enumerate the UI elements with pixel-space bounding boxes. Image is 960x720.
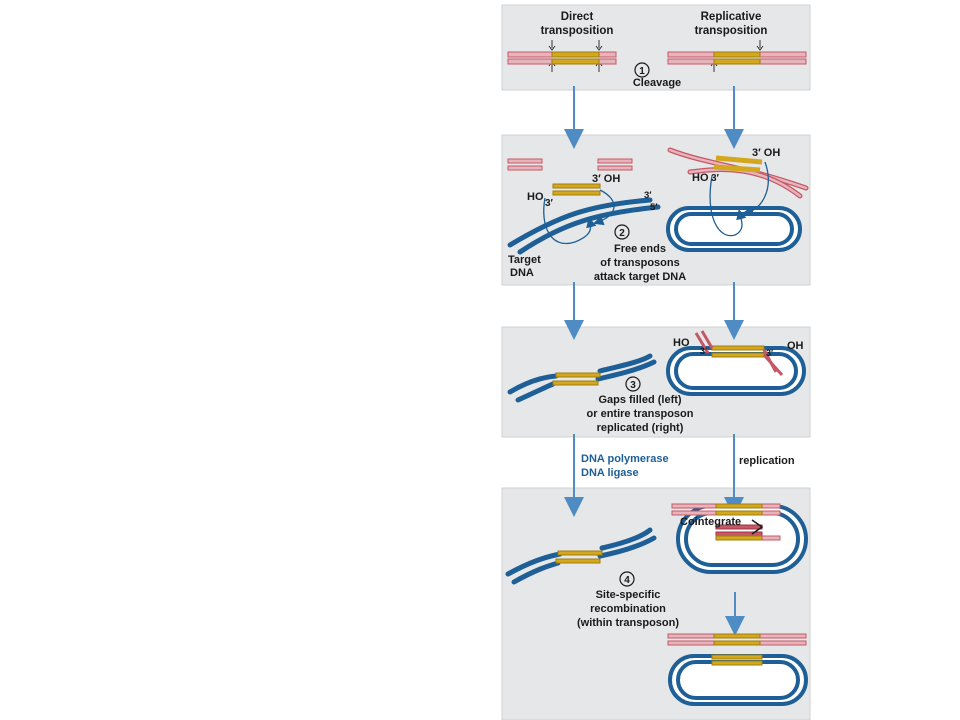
panel-2-content: 3′ OH HO 3′ 3′ 5′ Target DNA 2 Free ends… [507,147,809,283]
target-dna-label-1: Target [508,254,541,266]
step-3-label-1: Gaps filled (left) [598,394,681,406]
step-2-label-2: of transposons [600,257,679,269]
enzyme-label-2: DNA ligase [581,467,639,479]
enzyme-label-1: DNA polymerase [581,453,669,465]
header-direct-2: transposition [541,25,614,37]
step-2-label-1: Free ends [614,243,666,255]
right-ho: HO [692,172,709,184]
step-2-circle [614,224,630,240]
panel-3-content: 3 Gaps filled (left) or entire transposo… [507,330,806,434]
step-3-3prime-a: 3′ [700,346,707,356]
step-3-label-2: or entire transposon [587,408,694,420]
left-3oh: 3′ OH [592,173,620,185]
step-3-label-3: replicated (right) [597,422,684,434]
step-3-circle [625,376,641,392]
panel-4-content: 4 Site-specific recombination (within tr… [505,503,808,706]
target-dna-strand-2 [517,204,661,255]
right-3oh: 3′ OH [752,147,780,159]
left-3prime: 3′ [644,190,652,201]
replication-label: replication [739,455,795,467]
target-dna-label-2: DNA [510,267,534,279]
target-dna-strand-1 [507,197,653,248]
step-3-oh: OH [787,340,804,352]
cut-arrows [548,40,764,72]
step-3-3prime-b: 3′ [766,348,773,358]
left-ho-3prime: 3′ [545,198,554,209]
header-replicative-2: transposition [695,25,768,37]
step-4-label-2: recombination [590,603,666,615]
donor-dna-left [507,51,617,65]
panel-1-content: Direct transposition Replicative transpo… [507,11,807,89]
step-4-label-3: (within transposon) [577,617,679,629]
cointegrate-label: Cointegrate [680,516,741,528]
step-4-number: 4 [624,575,630,586]
step-2-label-3: attack target DNA [594,271,686,283]
right-ho-3prime: 3′ [711,173,720,184]
step-2-number: 2 [619,228,625,239]
header-replicative-1: Replicative [701,11,762,23]
step-3-ho: HO [673,337,690,349]
step-4-circle [619,571,635,587]
step-1-number: 1 [639,66,645,77]
step-1-circle [634,62,650,78]
left-5prime: 5′ [650,202,658,213]
donor-dna-right [667,51,807,65]
left-ho: HO [527,191,544,203]
step-3-number: 3 [630,380,636,391]
target-plasmid [666,206,802,252]
header-direct-1: Direct [561,11,594,23]
step-4-label-1: Site-specific [596,589,661,601]
step-1-label: Cleavage [633,77,681,89]
